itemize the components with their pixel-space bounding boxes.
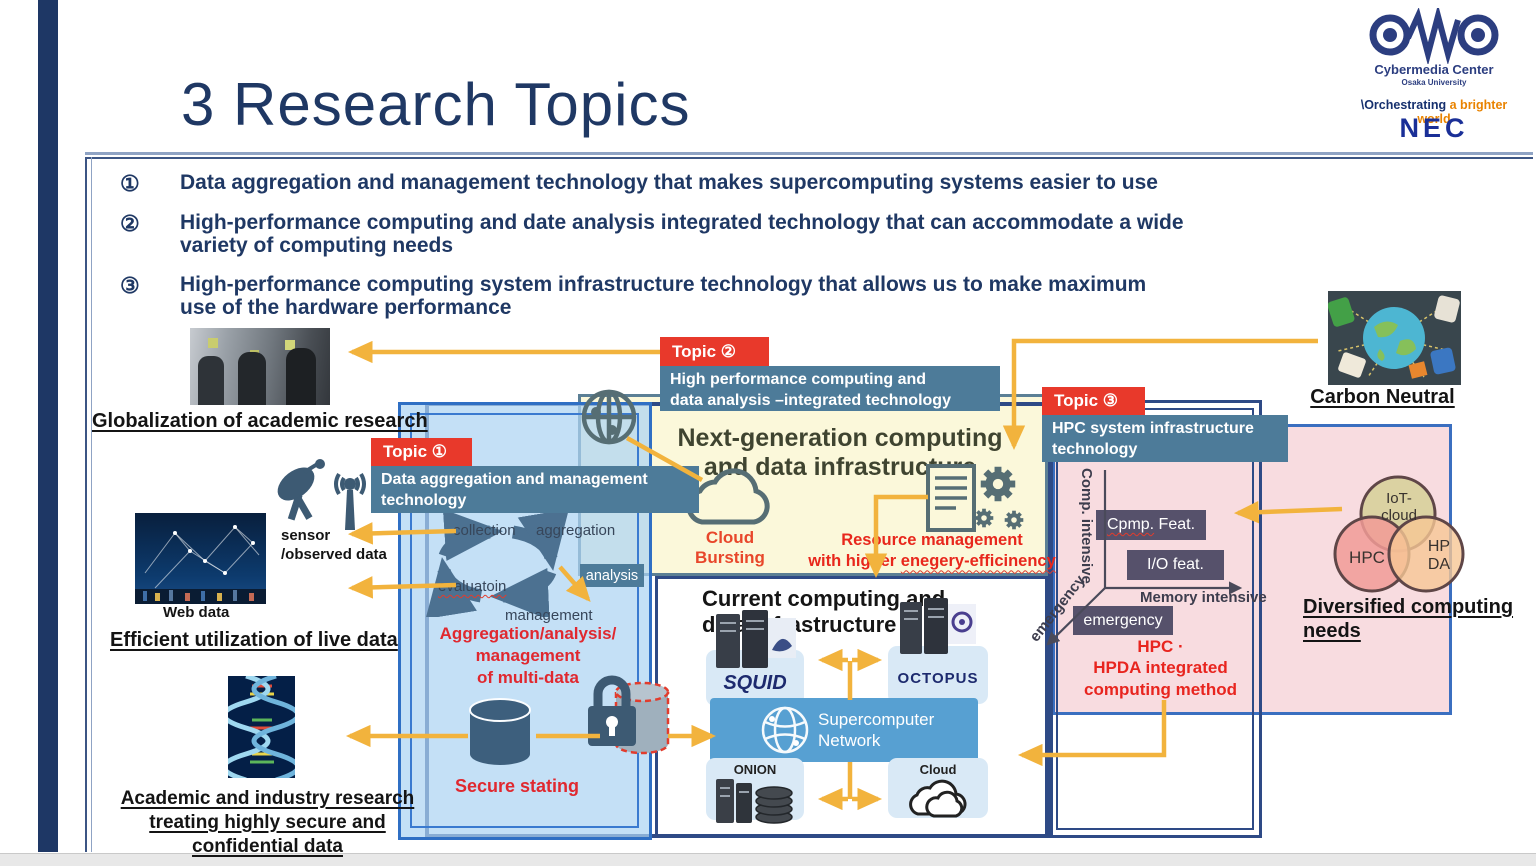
bullet-2-text: High-performance computing and date anal… xyxy=(180,211,1184,258)
node-onion-label: ONION xyxy=(733,762,777,777)
topic3-badge: Topic ③ xyxy=(1042,387,1145,415)
web-data-photo xyxy=(135,513,266,604)
label-multi-data: Aggregation/analysis/ management of mult… xyxy=(439,624,617,688)
axis-horizontal-label: Memory intensive xyxy=(1140,589,1267,606)
topic1-panel-inner-border xyxy=(410,413,639,828)
page-title: 3 Research Topics xyxy=(181,71,691,138)
globe-network-icon xyxy=(578,388,642,448)
people-photo xyxy=(190,328,330,405)
node-cloud-label: Cloud xyxy=(919,762,957,777)
supercomputer-network-label: Supercomputer Network xyxy=(818,710,935,751)
left-frame-line-2 xyxy=(91,157,92,852)
person-silhouette xyxy=(198,356,224,405)
onion-storage-icon xyxy=(712,777,800,825)
carbon-neutral-photo xyxy=(1328,291,1461,385)
squid-server-icon xyxy=(712,610,800,670)
cmc-logo xyxy=(1368,8,1500,64)
label-diversified-needs: Diversified computing needs xyxy=(1303,596,1514,642)
nec-tagline-orchestrating: \Orchestrating xyxy=(1360,98,1447,112)
network-globe-icon xyxy=(758,703,812,757)
bullet-1-text: Data aggregation and management technolo… xyxy=(180,171,1158,194)
database-icon xyxy=(464,698,536,768)
nec-wordmark: NEC xyxy=(1399,113,1469,143)
node-squid-label: SQUID xyxy=(723,672,787,694)
dna-photo xyxy=(228,676,295,778)
resource-line-2: with higher enegery-efficinency xyxy=(808,552,1056,571)
title-rule-bottom xyxy=(85,157,1533,159)
bullet-2-num: ② xyxy=(120,211,140,236)
left-frame-line xyxy=(85,157,87,852)
nec-tagline-world: a brighter world xyxy=(1417,98,1508,126)
cloud-node-icon xyxy=(904,778,970,818)
label-globalization: Globalization of academic research xyxy=(92,410,428,432)
person-silhouette xyxy=(286,348,316,405)
resource-management-icon xyxy=(926,462,1032,536)
box-comp-feat: Cpmp. Feat. xyxy=(1096,510,1206,540)
venn-label-hpc: HPC xyxy=(1349,548,1385,567)
sticky-note xyxy=(285,340,295,350)
supercomputer-network-box xyxy=(710,698,978,762)
octopus-server-icon xyxy=(898,598,978,656)
bullet-3-num: ③ xyxy=(120,273,140,298)
label-cloud-bursting: Cloud Bursting xyxy=(695,528,765,567)
topic2-title: High performance computing and data anal… xyxy=(660,366,1000,411)
label-carbon-neutral: Carbon Neutral xyxy=(1310,386,1455,408)
node-octopus xyxy=(888,646,988,704)
label-efficient-utilization: Efficient utilization of live data xyxy=(110,629,398,651)
cmc-logo-university: Osaka University xyxy=(1401,78,1467,87)
label-secure-stating: Secure stating xyxy=(455,776,580,796)
venn-label-hpda: HP DA xyxy=(1427,538,1451,574)
sticky-note xyxy=(208,338,218,348)
bullet-1-num: ① xyxy=(120,171,140,196)
box-emergency: emergency xyxy=(1073,606,1173,635)
cycle-word-management: management xyxy=(505,607,593,624)
axis-vertical-label: Comp. intensive xyxy=(1078,468,1095,584)
cycle-word-evaluation: evaluatoin xyxy=(438,578,507,595)
bullet-3-text: High-performance computing system infras… xyxy=(180,273,1147,320)
cycle-word-aggregation: aggregation xyxy=(536,522,616,539)
person-silhouette xyxy=(238,352,266,405)
node-octopus-label: OCTOPUS xyxy=(897,670,979,687)
venn-diagram: IoT- cloud HPC HP DA xyxy=(1330,472,1470,594)
bottom-strip xyxy=(0,853,1536,866)
topic2-badge: Topic ② xyxy=(660,337,769,366)
secure-storage-lock-icon xyxy=(586,672,674,766)
left-accent-bar xyxy=(38,0,58,852)
label-sensor-data: sensor /observed data xyxy=(281,527,387,563)
cycle-word-analysis: analysis xyxy=(580,564,644,587)
label-resource-management: Resource management with higher enegery-… xyxy=(772,530,1092,573)
label-web-data: Web data xyxy=(163,604,230,621)
nec-tagline: \Orchestrating a brighter world xyxy=(1346,98,1522,126)
label-academic-research: Academic and industry research treating … xyxy=(120,788,415,857)
resource-line-1: Resource management xyxy=(841,531,1023,549)
cmc-logo-name: Cybermedia Center xyxy=(1374,62,1494,77)
antenna-icon xyxy=(331,466,369,532)
topic3-title: HPC system infrastructure technology xyxy=(1042,415,1288,462)
title-rule-top xyxy=(85,152,1533,155)
cycle-word-collection: collection xyxy=(453,522,516,539)
topic1-badge: Topic ① xyxy=(371,438,472,466)
label-hpc-method: HPC · HPDA integrated computing method xyxy=(1084,637,1237,699)
satellite-dish-icon xyxy=(270,456,334,530)
venn-label-iot-cloud: IoT- cloud xyxy=(1381,490,1417,525)
topic1-title: Data aggregation and management technolo… xyxy=(371,466,699,513)
box-io-feat: I/O feat. xyxy=(1127,550,1224,580)
